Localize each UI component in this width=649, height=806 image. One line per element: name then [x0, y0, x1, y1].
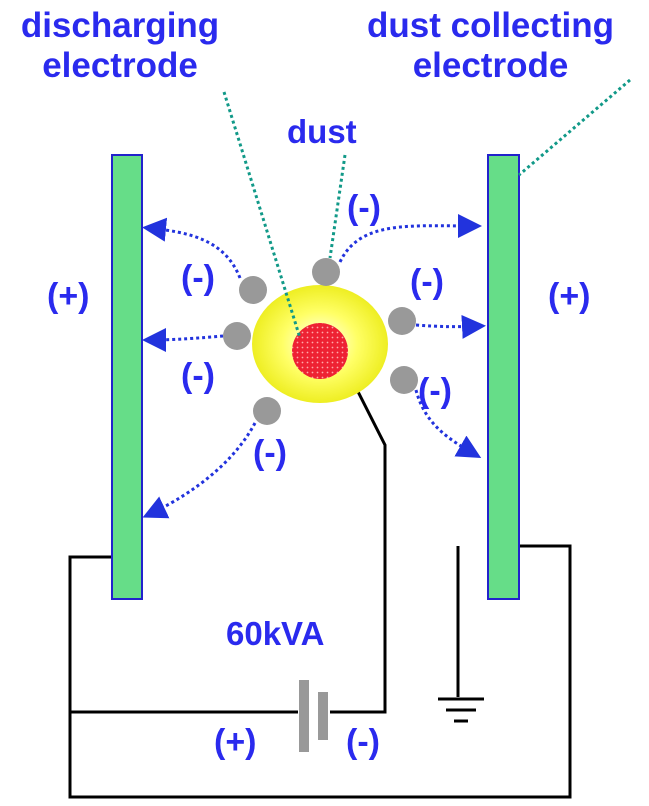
charge-label: (-)	[347, 189, 381, 227]
battery-negative-wire	[330, 361, 387, 714]
migration-arrow	[338, 213, 482, 263]
collecting-electrode-label-line1: dust collecting	[367, 6, 614, 45]
charge-label: (-)	[181, 357, 215, 395]
migration-arrow	[142, 422, 257, 519]
discharging-electrode-leader	[222, 91, 302, 339]
battery-icon	[299, 680, 328, 752]
collecting-electrode-label-line2: electrode	[412, 46, 569, 85]
collecting-electrode-leader	[518, 78, 631, 177]
dust-particle	[239, 276, 267, 304]
right-plate-plus-label: (+)	[548, 277, 591, 315]
right-collecting-plate	[487, 154, 520, 600]
ground-icon	[438, 697, 484, 723]
discharging-electrode-label-line2: electrode	[42, 46, 198, 85]
discharging-electrode-label: discharging electrode	[10, 6, 230, 86]
discharging-electrode-label-line1: discharging	[20, 6, 220, 45]
migration-arrow	[415, 314, 486, 339]
dust-leader	[328, 154, 347, 259]
discharging-electrode-core	[292, 323, 348, 379]
migration-arrow	[142, 327, 224, 352]
dust-particle	[253, 397, 281, 425]
migration-arrows	[142, 213, 486, 519]
leader-lines	[222, 78, 631, 339]
battery-plus-label: (+)	[214, 723, 257, 761]
left-circuit-wire	[68, 544, 572, 799]
collecting-electrode-label: dust collecting electrode	[338, 6, 643, 86]
charge-label: (-)	[418, 372, 452, 410]
dust-particle	[390, 366, 418, 394]
left-collecting-plate	[111, 154, 143, 600]
dust-label: dust	[287, 113, 357, 150]
circuit-wires	[68, 361, 572, 799]
voltage-label: 60kVA	[226, 615, 325, 652]
dust-particle	[312, 258, 340, 286]
dust-particles	[223, 258, 418, 425]
charge-label: (-)	[181, 259, 215, 297]
charge-label: (-)	[410, 263, 444, 301]
charge-label: (-)	[253, 434, 287, 472]
battery-short-plate	[318, 692, 328, 740]
battery-minus-label: (-)	[346, 723, 380, 761]
left-plate-plus-label: (+)	[47, 277, 90, 315]
dust-particle	[388, 307, 416, 335]
migration-arrow	[142, 217, 242, 279]
dust-particle	[223, 322, 251, 350]
battery-long-plate	[299, 680, 309, 752]
